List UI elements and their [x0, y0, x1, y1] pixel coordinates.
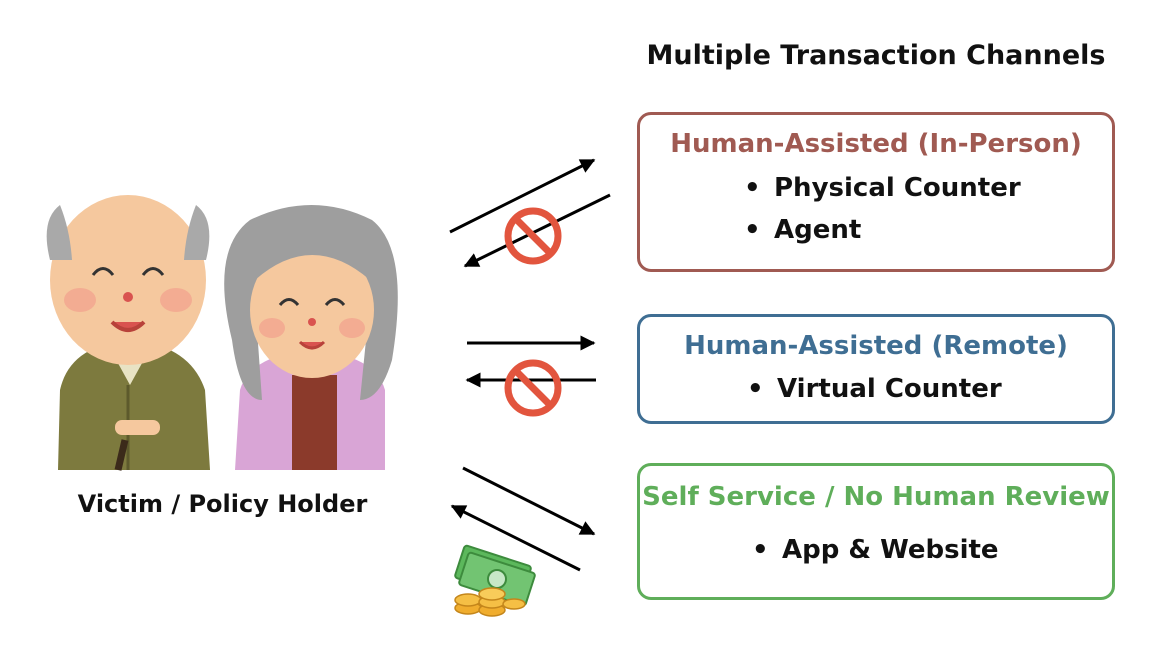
arrow-from-self-service — [450, 504, 581, 572]
prohibited-icon — [504, 359, 562, 417]
channel-item-list: Virtual Counter — [747, 369, 1112, 409]
diagram-title: Multiple Transaction Channels — [646, 40, 1106, 71]
list-item: App & Website — [752, 530, 1112, 570]
channel-in-person-box: Human-Assisted (In-Person) Physical Coun… — [637, 112, 1115, 272]
channel-title: Human-Assisted (Remote) — [684, 331, 1068, 361]
channel-title: Self Service / No Human Review — [642, 482, 1110, 512]
prohibited-icon — [504, 207, 562, 265]
arrow-to-self-service — [462, 466, 596, 536]
arrow-from-in-person — [463, 193, 611, 268]
elderly-couple-illustration — [46, 195, 398, 471]
channel-item-list: App & Website — [752, 530, 1112, 570]
channel-remote-box: Human-Assisted (Remote) Virtual Counter — [637, 314, 1115, 424]
list-item: Agent — [744, 209, 1112, 251]
list-item: Physical Counter — [744, 167, 1112, 209]
channel-title: Human-Assisted (In-Person) — [670, 129, 1082, 159]
channel-item-list: Physical Counter Agent — [744, 167, 1112, 251]
victim-label: Victim / Policy Holder — [77, 490, 368, 518]
elderly-woman-figure — [224, 205, 398, 470]
elderly-man-figure — [46, 195, 210, 471]
arrow-to-in-person — [449, 158, 596, 234]
channel-self-service-box: Self Service / No Human Review App & Web… — [637, 463, 1115, 600]
list-item: Virtual Counter — [747, 369, 1112, 409]
money-icon — [454, 544, 536, 617]
